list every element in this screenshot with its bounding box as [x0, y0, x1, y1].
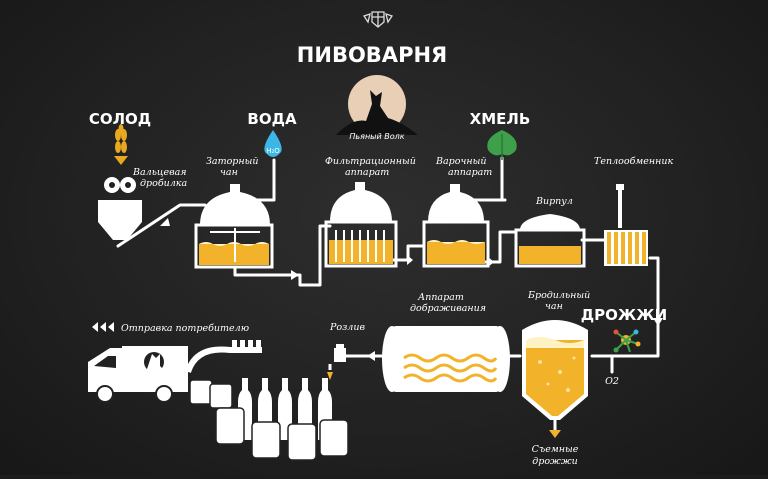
mill-icon	[98, 177, 142, 240]
pipe-filter-to-boil	[388, 244, 426, 262]
bottle-conveyor	[185, 340, 262, 374]
exchanger-label: Теплообменник	[594, 156, 673, 167]
removed-yeast-label-2: дрожжи	[532, 456, 578, 467]
whirlpool-vessel	[514, 214, 586, 268]
filter-label-1: Фильтрационный	[325, 156, 416, 167]
water-title: ВОДА	[247, 110, 297, 128]
boil-label-2: аппарат	[448, 167, 492, 178]
page-title: ПИВОВАРНЯ	[297, 43, 447, 67]
oxygen-label: O2	[605, 376, 619, 387]
yeast-icon	[613, 329, 641, 353]
shipping-arrows-icon	[92, 322, 114, 332]
boil-kettle	[422, 184, 490, 268]
water-formula: H₂O	[266, 147, 280, 155]
mill-label-1: Вальцевая	[132, 167, 187, 178]
pipe-boil-to-whirlpool	[483, 230, 518, 264]
mash-label-2: чан	[220, 167, 238, 178]
brand-logo-text: Пьяный Волк	[349, 132, 404, 141]
hop-logo-icon	[362, 11, 394, 28]
yeast-title: ДРОЖЖИ	[581, 306, 667, 324]
pipe-exchanger-to-ferment	[590, 256, 660, 358]
malt-title: СОЛОД	[89, 110, 151, 128]
brand-logo: Пьяный Волк	[336, 75, 418, 141]
condition-label-1: Аппарат	[417, 292, 464, 303]
mill-label-2: дробилка	[140, 178, 187, 189]
bottling-tap	[327, 344, 346, 380]
conditioning-tank	[382, 326, 510, 392]
whirlpool-label: Вирпул	[535, 196, 573, 207]
hops-title: ХМЕЛЬ	[470, 110, 531, 128]
ferment-label-1: Бродильный	[527, 290, 590, 301]
pipe-mash-to-filter	[233, 224, 332, 287]
mash-tun	[194, 184, 274, 269]
removed-yeast-label-1: Съемные	[532, 444, 579, 455]
filter-label-2: аппарат	[345, 167, 389, 178]
delivery-truck	[88, 346, 188, 403]
hop-leaf-icon	[487, 130, 517, 160]
beer-kegs	[189, 379, 349, 461]
heat-exchanger	[604, 184, 648, 266]
filter-vessel	[324, 182, 398, 268]
fermenter	[522, 320, 588, 438]
condition-label-2: дображивания	[410, 303, 486, 314]
bottling-label: Розлив	[329, 322, 365, 333]
boil-label-1: Варочный	[435, 156, 486, 167]
water-drop-icon: H₂O	[264, 130, 282, 157]
shipping-label: Отправка потребителю	[121, 323, 249, 334]
wheat-icon	[114, 124, 128, 165]
ferment-label-2: чан	[545, 301, 563, 312]
mash-label-1: Заторный	[206, 156, 259, 167]
